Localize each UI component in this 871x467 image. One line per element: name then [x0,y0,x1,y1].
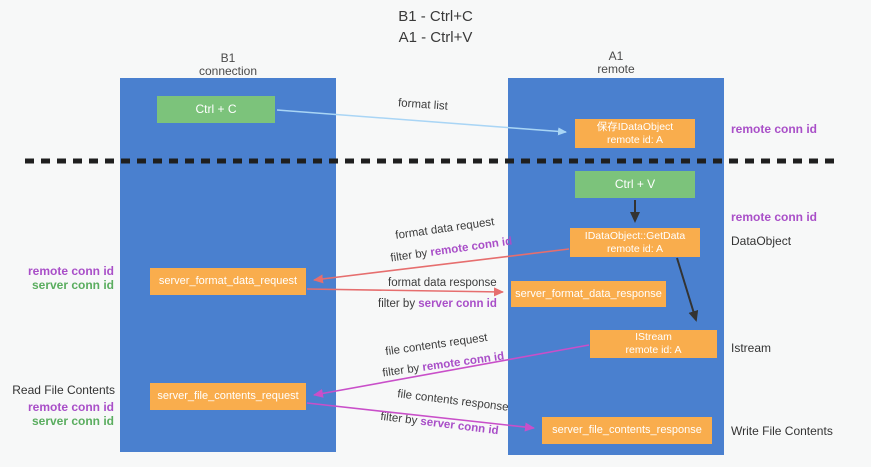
server-file-contents-request-label: server_file_contents_request [157,390,299,402]
left-column-header: B1 connection [120,52,336,78]
title-line-2: A1 - Ctrl+V [398,29,473,46]
left-column-subtitle: connection [198,64,258,78]
ctrl-v-label: Ctrl + V [614,177,656,191]
side-label-remote-conn-id-left2: remote conn id [27,400,114,414]
server-conn-id-text-2: server conn id [419,415,500,438]
node-ctrl-v: Ctrl + V [575,171,695,198]
edge-label-format-data-request: format data request [394,216,496,242]
node-server-file-contents-request: server_file_contents_request [150,383,306,410]
istream-line1: IStream [635,331,672,343]
side-label-write-file-contents: Write File Contents [731,424,833,438]
remote-conn-id-text-1: remote conn id [429,235,513,259]
node-server-format-data-response: server_format_data_response [511,281,666,307]
node-ctrl-c: Ctrl + C [157,96,275,123]
node-istream: IStream remote id: A [590,330,717,358]
side-label-remote-conn-id-top: remote conn id [731,122,818,136]
server-format-data-response-label: server_format_data_response [515,287,662,300]
server-file-contents-response-label: server_file_contents_response [552,424,702,436]
save-dataobject-line1: 保存IDataObject [596,120,674,133]
getdata-line1: IDataObject::GetData [584,229,686,242]
filter-by-text-4: filter by [379,410,418,428]
node-getdata: IDataObject::GetData remote id: A [570,228,700,257]
filter-by-text-1: filter by [389,247,429,265]
format-data-response-arrow [306,287,504,297]
side-label-dataobject: DataObject [731,234,792,248]
right-column-header: A1 remote [508,50,724,76]
side-label-group-format: remote conn id server conn id [18,264,114,292]
server-format-data-request-label: server_format_data_request [158,275,298,287]
edge-label-format-data-response: format data response [388,277,497,289]
side-label-remote-conn-id-left1: remote conn id [27,264,114,278]
node-server-file-contents-response: server_file_contents_response [542,417,712,444]
getdata-line2: remote id: A [606,242,664,255]
filter-by-text-3: filter by [381,362,421,380]
edge-label-format-list: format list [397,97,449,113]
side-label-read-file-contents: Read File Contents [12,383,115,397]
diagram-title: B1 - Ctrl+C A1 - Ctrl+V [0,6,871,48]
side-label-istream: Istream [731,341,772,355]
left-column-name: B1 [220,51,236,65]
side-label-server-conn-id-left2: server conn id [31,414,114,428]
istream-line2: remote id: A [625,344,682,356]
server-conn-id-text-1: server conn id [418,298,497,310]
node-save-dataobject: 保存IDataObject remote id: A [575,119,695,148]
side-label-group-file: remote conn id server conn id [18,400,114,428]
filter-by-text-2: filter by [378,298,416,310]
ctrl-c-label: Ctrl + C [195,102,237,116]
right-column-subtitle: remote [597,62,635,76]
side-label-remote-conn-id-mid: remote conn id [731,210,818,224]
side-label-server-conn-id-left1: server conn id [31,278,114,292]
save-dataobject-line2: remote id: A [606,133,664,146]
edge-label-file-contents-response: file contents response [396,388,510,414]
edge-label-filter-server-2: filter by server conn id [380,411,499,437]
remote-conn-id-text-2: remote conn id [421,350,505,374]
node-server-format-data-request: server_format_data_request [150,268,306,295]
right-column-name: A1 [608,49,624,63]
edge-label-filter-server-1: filter by server conn id [378,298,497,310]
title-line-1: B1 - Ctrl+C [398,8,473,25]
